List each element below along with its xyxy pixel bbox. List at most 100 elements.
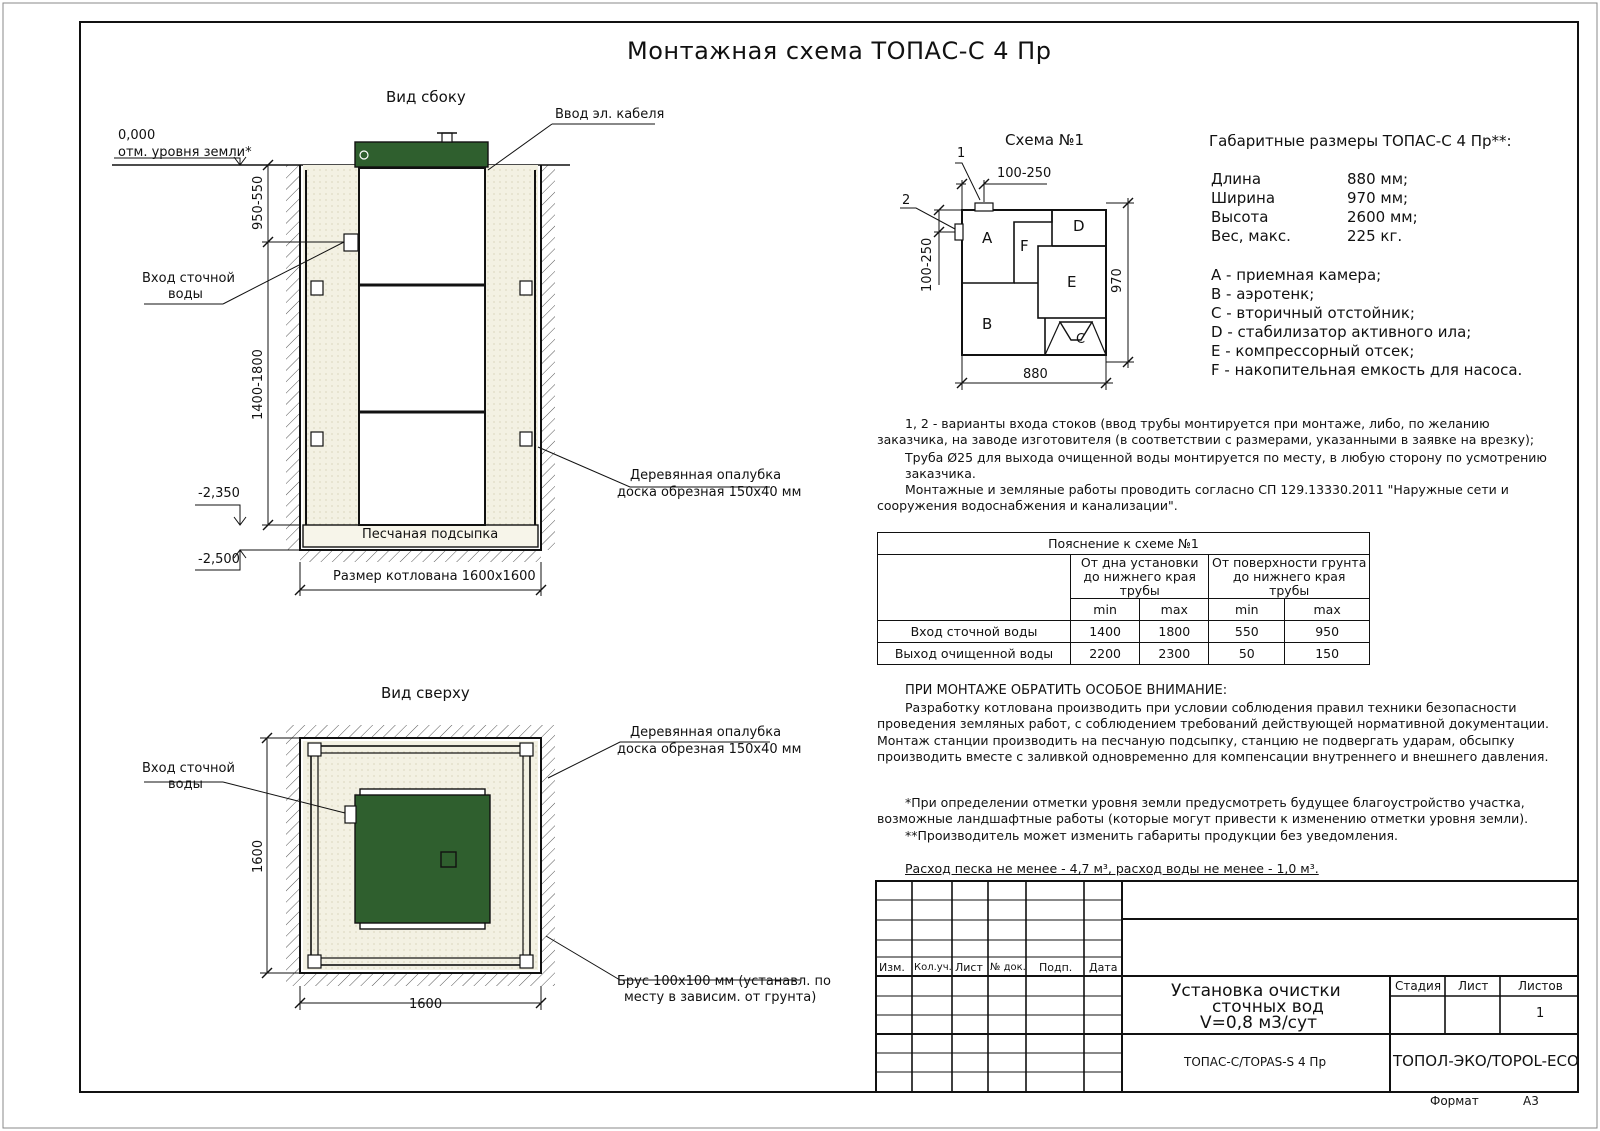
dim-weight-value: 225 кг.: [1347, 227, 1403, 245]
zone-d: D: [1073, 217, 1085, 235]
table-group-1: От дна установки до нижнего края трубы: [1069, 553, 1210, 600]
tb-code: ТОПАС-С/TOPAS-S 4 Пр: [1184, 1055, 1327, 1069]
scheme1-table: Пояснение к схеме №1 От дна установки до…: [877, 532, 1370, 666]
format-value: А3: [1523, 1094, 1539, 1108]
table-row-label: Вход сточной воды: [877, 620, 1071, 644]
dim-length-value: 880 мм;: [1347, 170, 1409, 188]
tb-sheet: Лист: [1458, 979, 1489, 993]
ground-level-note: отм. уровня земли*: [118, 145, 252, 160]
sand-label: Песчаная подсыпка: [362, 527, 499, 542]
drawing-frame: [79, 21, 1579, 1093]
note-standards: Монтажные и земляные работы проводить со…: [877, 482, 1509, 514]
table-max-2: max: [1284, 598, 1370, 622]
table-row-label: Выход очищенной воды: [877, 642, 1071, 666]
side-formwork-label-1: Деревянная опалубка: [630, 468, 782, 483]
table-max-1: max: [1139, 598, 1210, 622]
scheme1-mark-2: 2: [902, 193, 911, 208]
zone-c: C: [1076, 332, 1086, 347]
beam-label-2: месту в зависим. от грунта): [624, 990, 817, 1005]
side-formwork-label-2: доска обрезная 150x40 мм: [617, 485, 802, 500]
scheme1-dim-right: 970: [1110, 268, 1125, 293]
legend-f: F - накопительная емкость для насоса.: [1211, 361, 1523, 379]
scheme1-mark-1: 1: [957, 146, 966, 161]
table-min-1: min: [1069, 598, 1141, 622]
dim-top-view-v: 1600: [251, 839, 266, 873]
dim-width-key: Ширина: [1211, 189, 1276, 207]
table-cell: 950: [1284, 620, 1370, 644]
dim-weight-key: Вес, макс.: [1211, 227, 1291, 245]
scheme1-title: Схема №1: [1005, 131, 1084, 149]
tb-sheets-value: 1: [1536, 1006, 1545, 1021]
footnote-manufacturer: **Производитель может изменить габариты …: [905, 828, 1398, 843]
beam-label-1: Брус 100x100 мм (устанавл. по: [617, 974, 831, 989]
dim-top-view-h: 1600: [409, 997, 443, 1012]
top-formwork-label-2: доска обрезная 150x40 мм: [617, 742, 802, 757]
table-cell: 1800: [1139, 620, 1210, 644]
legend-a: A - приемная камера;: [1211, 266, 1382, 284]
top-view: [144, 725, 800, 1010]
tb-name-1: Установка очистки: [1171, 981, 1341, 1001]
footnote-consumption: Расход песка не менее - 4,7 м³, расход в…: [905, 861, 1319, 876]
tank-top: [354, 794, 491, 924]
tb-col-podp: Подп.: [1039, 961, 1073, 974]
dim-top-side: 950-550: [251, 175, 266, 230]
tb-col-koluch: Кол.уч.: [914, 962, 952, 973]
scheme1-dim-top: 100-250: [997, 166, 1052, 181]
side-inlet-label-2: воды: [168, 287, 203, 302]
table-group-2: От поверхности грунта до нижнего края тр…: [1208, 553, 1370, 600]
legend-e: E - компрессорный отсек;: [1211, 342, 1415, 360]
zone-e: E: [1067, 273, 1077, 291]
tb-name-2: сточных вод: [1212, 997, 1324, 1017]
note-outlet-pipe: Труба Ø25 для выхода очищенной воды монт…: [905, 450, 1547, 482]
level-minus-2500: -2,500: [198, 552, 240, 567]
ground-level-value: 0,000: [118, 128, 156, 143]
title-block: [875, 880, 1579, 1093]
table-cell: 50: [1208, 642, 1286, 666]
table-row: Вход сточной воды 1400 1800 550 950: [877, 620, 1370, 644]
tb-stage: Стадия: [1395, 979, 1442, 993]
table-blank-header: [877, 553, 1071, 622]
zone-a: A: [982, 229, 993, 247]
dimensions-title: Габаритные размеры ТОПАС-С 4 Пр**:: [1209, 132, 1512, 150]
pit-size-label: Размер котлована 1600x1600: [333, 569, 536, 584]
table-cell: 2200: [1069, 642, 1141, 666]
legend-c: C - вторичный отстойник;: [1211, 304, 1415, 322]
table-row: Выход очищенной воды 2200 2300 50 150: [877, 642, 1370, 666]
attention-text: Разработку котлована производить при усл…: [877, 700, 1549, 764]
top-inlet-label-2: воды: [168, 777, 203, 792]
level-minus-2350: -2,350: [198, 486, 240, 501]
table-cell: 150: [1284, 642, 1370, 666]
tb-col-izm: Изм.: [879, 961, 905, 974]
dim-width-value: 970 мм;: [1347, 189, 1409, 207]
top-formwork-label-1: Деревянная опалубка: [630, 725, 782, 740]
tank-lid: [354, 141, 489, 168]
top-inlet-label-1: Вход сточной: [142, 761, 235, 776]
tb-col-date: Дата: [1089, 961, 1118, 974]
format-label: Формат: [1430, 1094, 1479, 1108]
dim-height-key: Высота: [1211, 208, 1269, 226]
dim-height-value: 2600 мм;: [1347, 208, 1418, 226]
table-min-2: min: [1208, 598, 1286, 622]
side-inlet-label-1: Вход сточной: [142, 271, 235, 286]
tb-company: ТОПОЛ-ЭКО/TOPOL-ECO: [1393, 1052, 1579, 1070]
scheme1-dim-bottom: 880: [1023, 367, 1048, 382]
footnote-ground-level: *При определении отметки уровня земли пр…: [877, 795, 1529, 827]
top-view-title: Вид сверху: [381, 684, 470, 702]
legend-b: B - аэротенк;: [1211, 285, 1315, 303]
table-cell: 550: [1208, 620, 1286, 644]
tb-col-doc: № док.: [990, 962, 1026, 973]
legend-d: D - стабилизатор активного ила;: [1211, 323, 1472, 341]
page-title: Монтажная схема ТОПАС-С 4 Пр: [627, 37, 1052, 65]
side-view-title: Вид сбоку: [386, 88, 466, 106]
note-inlets: 1, 2 - варианты входа стоков (ввод трубы…: [877, 416, 1535, 448]
table-title: Пояснение к схеме №1: [877, 532, 1370, 555]
dim-length-key: Длина: [1211, 170, 1262, 188]
zone-f: F: [1020, 237, 1029, 255]
tb-sheets: Листов: [1518, 979, 1563, 993]
cable-label: Ввод эл. кабеля: [555, 107, 665, 122]
table-cell: 2300: [1139, 642, 1210, 666]
zone-b: B: [982, 315, 993, 333]
attention-title: ПРИ МОНТАЖЕ ОБРАТИТЬ ОСОБОЕ ВНИМАНИЕ:: [905, 683, 1228, 698]
dim-mid-side: 1400-1800: [251, 349, 266, 420]
